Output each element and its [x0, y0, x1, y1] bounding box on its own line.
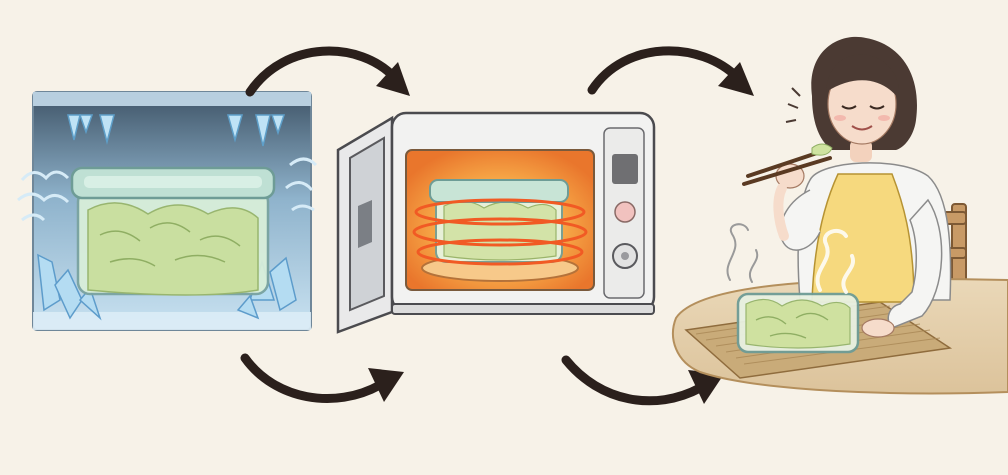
eating-panel	[672, 36, 1008, 395]
microwave-icon	[336, 111, 656, 334]
arrow-freezer-to-microwave-top	[245, 46, 410, 97]
microwave-button	[614, 201, 636, 223]
arrow-freezer-to-microwave-bottom	[240, 353, 404, 403]
sparkle-lines-icon	[785, 87, 801, 123]
cold-mist-icon	[17, 157, 318, 222]
frozen-container-icon	[70, 166, 276, 296]
freezer-panel	[17, 91, 318, 331]
microwave-control-panel	[603, 127, 645, 299]
icicles-icon	[67, 114, 286, 147]
heat-waves-icon	[412, 198, 588, 266]
person-eating-icon	[742, 36, 952, 338]
arrow-microwave-to-eating-bottom	[561, 355, 724, 406]
microwave-display	[612, 154, 638, 184]
served-container-icon	[736, 292, 860, 354]
steam-icon	[815, 228, 856, 294]
arrow-microwave-to-eating-top	[587, 46, 754, 96]
steam-side-icon	[726, 223, 759, 283]
microwave-door	[336, 115, 394, 334]
